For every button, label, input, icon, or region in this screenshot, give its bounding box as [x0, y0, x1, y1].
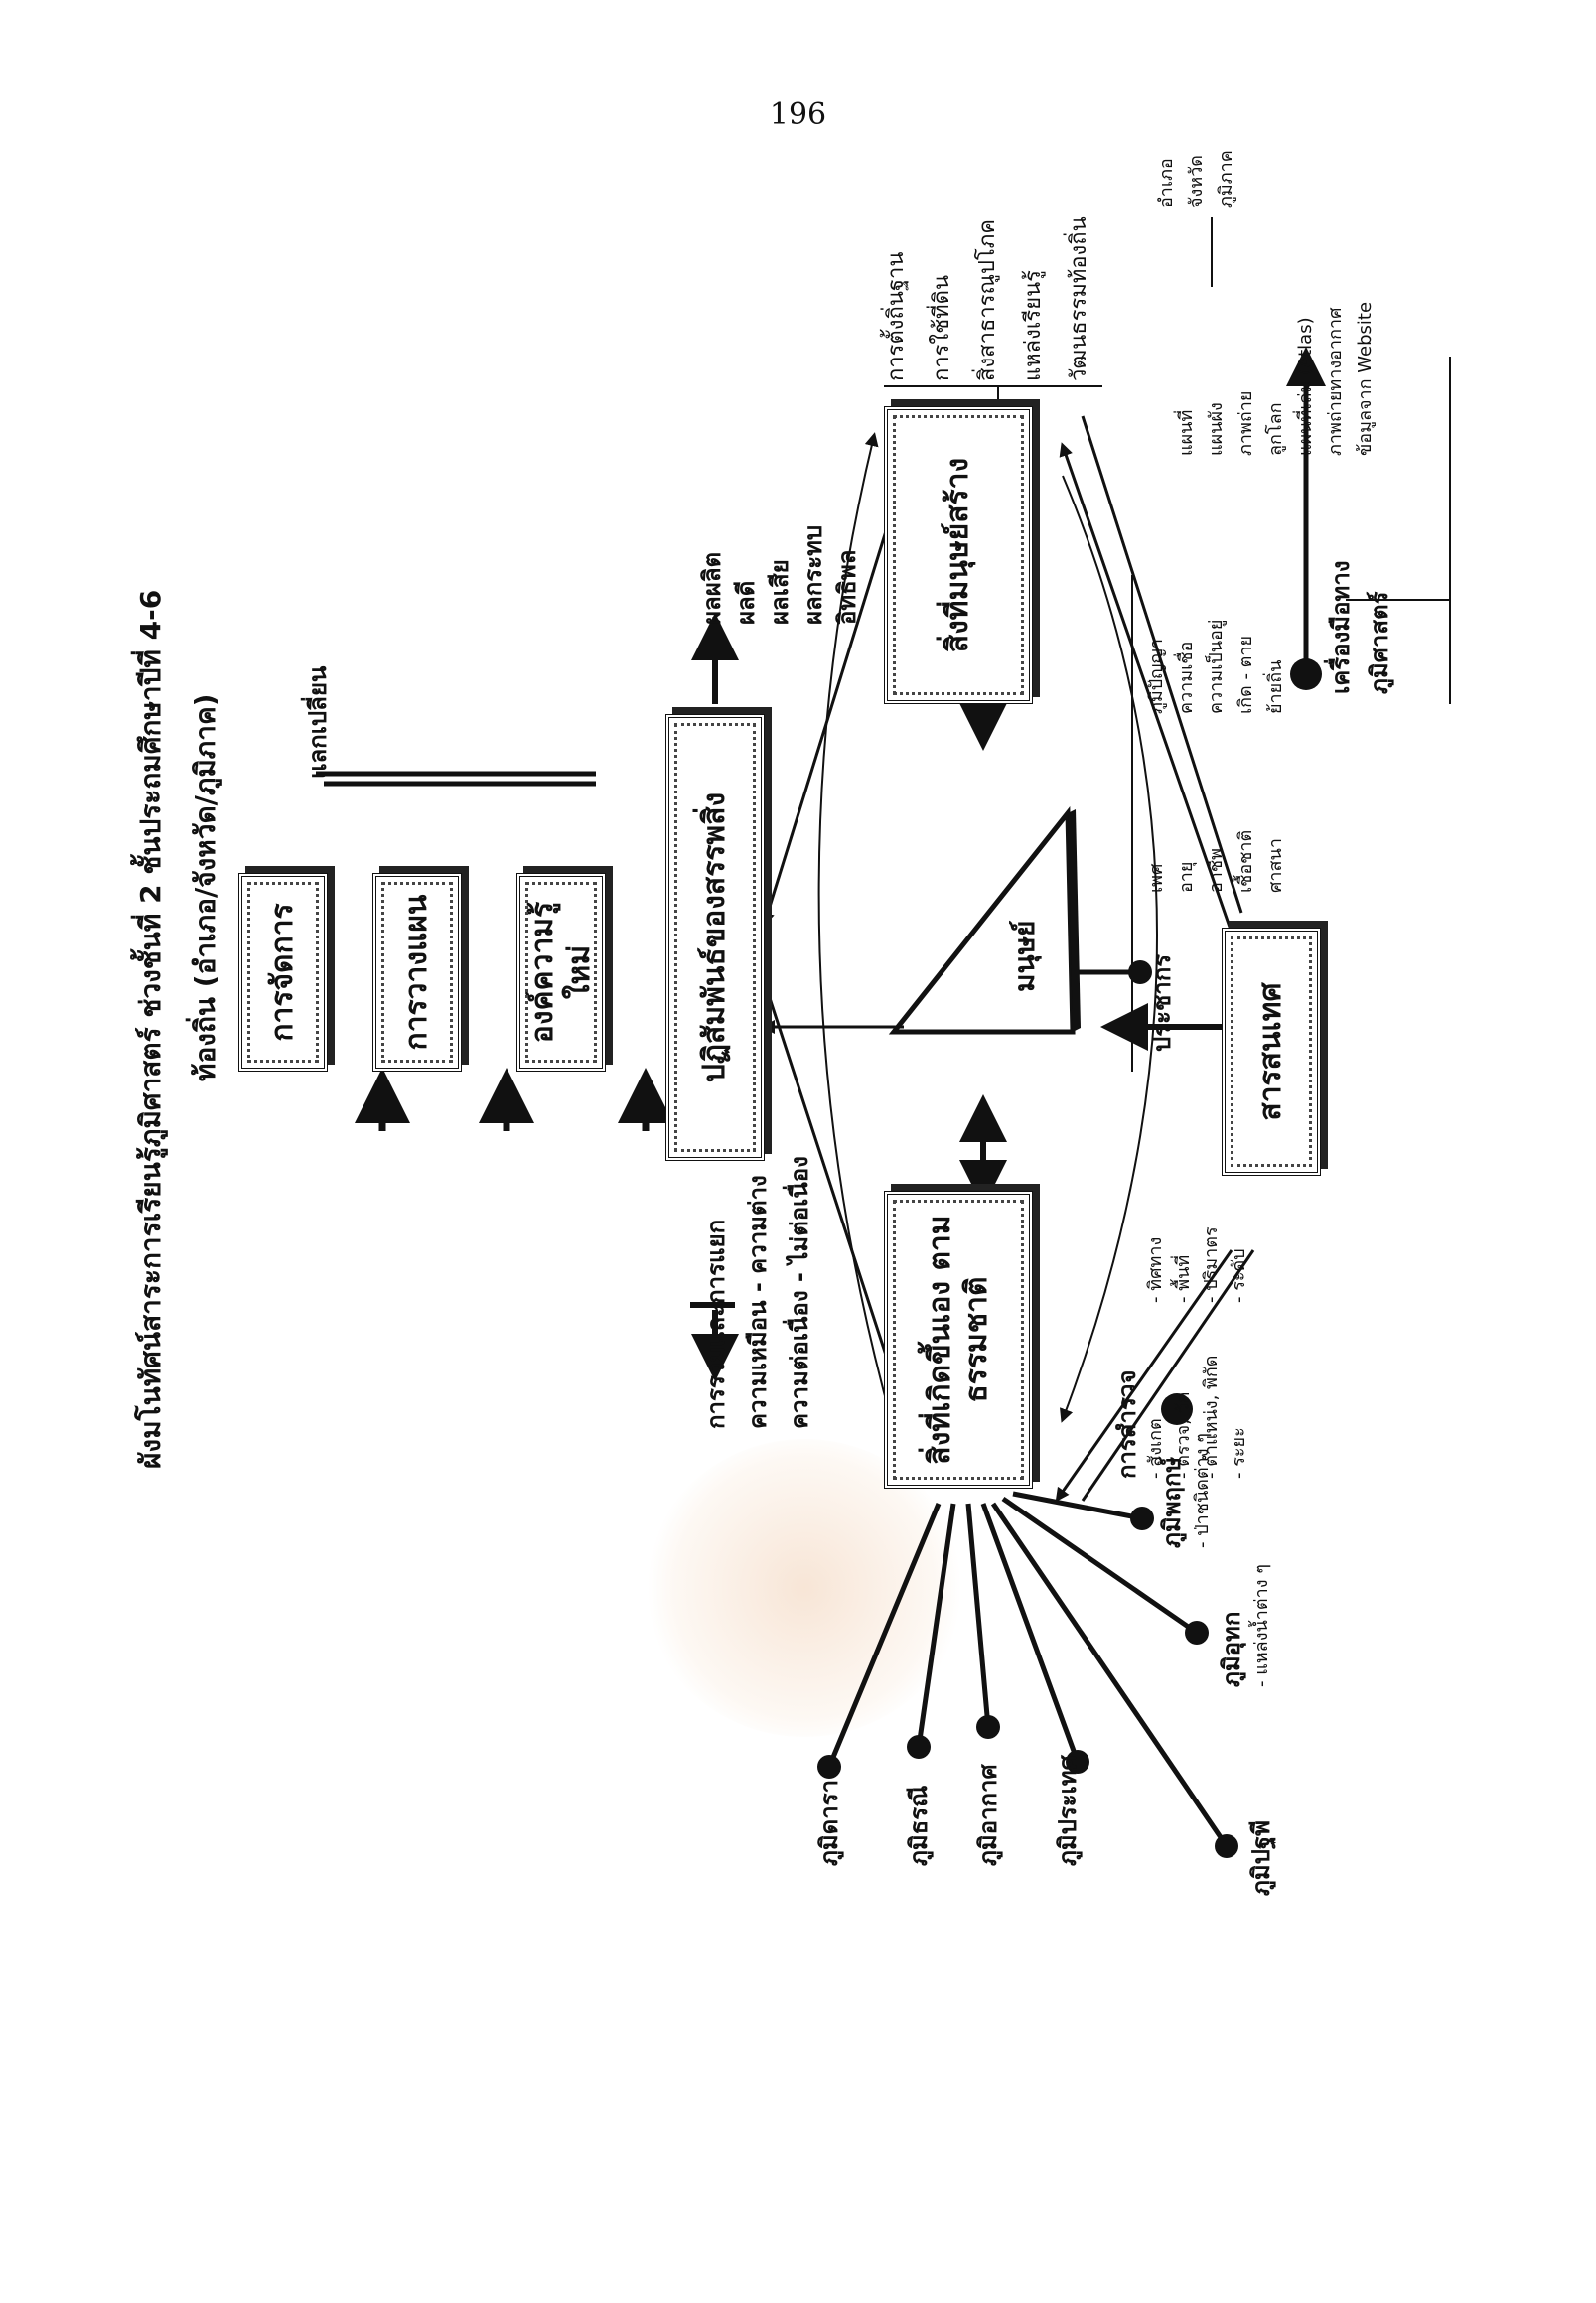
sphere-label-flora: ภูมิพฤกษ์ [1158, 1456, 1186, 1548]
sphere-label-hydro: ภูมิอุทก [1218, 1611, 1245, 1687]
sphere-label-climate: ภูมิอากาศ [974, 1764, 1002, 1866]
sphere-note-hydro: - แหล่งน้ำต่าง ๆ [1251, 1564, 1272, 1687]
map-scales-list: อำเภอ จังหวัด ภูมิภาค [1152, 150, 1241, 208]
survey-item: - ทิศทาง [1145, 1236, 1166, 1303]
manmade-item: สิ่งสาธารณูปโภค [975, 219, 1000, 381]
manmade-item: การตั้งถิ่นฐาน [884, 251, 909, 381]
sphere-label-soil: ภูมิปฐพี [1247, 1820, 1275, 1896]
interaction-left-item: ความเหมือน - ความต่าง [744, 1175, 772, 1429]
node-natural: สิ่งที่เกิดขึ้นเอง ตามธรรมชาติ [884, 1191, 1033, 1489]
map-scale-item: อำเภอ [1156, 158, 1177, 208]
population-item: เกิด - ตาย [1235, 635, 1256, 714]
diagram-title: ผังมโนทัศน์สาระการเรียนรู้ภูมิศาสตร์ ช่ว… [134, 589, 167, 1469]
survey-item: - ระยะ [1229, 1427, 1249, 1479]
population-item: ภูมิปัญญา [1146, 639, 1167, 714]
geo-tool-item: ภาพถ่าย [1235, 390, 1256, 456]
interaction-right-list: ผลผลิต ผลดี ผลเสีย ผลกระทบ อิทธิพล [695, 525, 864, 625]
population-item: ย้ายถิ่น [1265, 659, 1286, 714]
population-item: ความเป็นอยู่ [1206, 619, 1227, 714]
survey-items-list: - สังเกต - ตรวจ, วัด - ตำแหน่ง, พิกัด - … [1142, 1151, 1253, 1479]
manmade-item: วัฒนธรรมท้องถิ่น [1067, 216, 1091, 381]
geo-tool-item: ภาพถ่ายทางอากาศ [1325, 307, 1346, 456]
exchange-label: แลกเปลี่ยน [304, 665, 332, 779]
manmade-item: แหล่งเรียนรู้ [1021, 270, 1046, 381]
sphere-label-astro: ภูมิดารา [815, 1779, 843, 1866]
geo-tool-item: ลูกโลก [1265, 402, 1286, 456]
sphere-label-landform: ภูมิประเทศ [1054, 1755, 1082, 1866]
interaction-right-item: ผลผลิต [698, 551, 726, 625]
node-information: สารสนเทศ [1222, 928, 1321, 1176]
geo-tool-item: แผนผัง [1206, 402, 1227, 456]
population-item: ศาสนา [1265, 838, 1286, 893]
interaction-right-item: ผลกระทบ [799, 524, 827, 625]
interaction-right-item: ผลดี [732, 580, 760, 625]
population-item: อาชีพ [1206, 848, 1227, 893]
manmade-item: การใช้ที่ดิน [930, 275, 954, 381]
population-item: ความเชื่อ [1176, 641, 1197, 714]
population-label: ประชากร [1148, 953, 1176, 1052]
manmade-items-list: การตั้งถิ่นฐาน การใช้ที่ดิน สิ่งสาธารณูป… [874, 216, 1102, 381]
node-interaction: ปฏิสัมพันธ์ของสรรพสิ่ง [665, 714, 765, 1161]
geo-tool-item: ข้อมูลจาก Website [1355, 301, 1376, 456]
population-item: เชื้อชาติ [1235, 829, 1256, 893]
node-planning: การวางแผน [372, 873, 462, 1072]
survey-item: - ระดับ [1229, 1248, 1249, 1303]
interaction-left-item: การรวมและการแยก [702, 1219, 730, 1429]
map-scale-item: จังหวัด [1186, 155, 1207, 208]
geo-tools-label: เครื่องมือทางภูมิศาสตร์ [1327, 560, 1393, 694]
survey-label: การสำรวจ [1113, 1369, 1141, 1479]
geo-tool-item: แผนที่เล่ม (Atlas) [1295, 317, 1316, 456]
interaction-left-item: ความต่อเนื่อง - ไม่ต่อเนื่อง [786, 1156, 813, 1429]
page-number: 196 [769, 97, 827, 132]
interaction-right-item: ผลเสีย [766, 559, 794, 625]
interaction-right-item: อิทธิพล [833, 549, 861, 625]
population-items-list: เพศ อายุ อาชีพ เชื้อชาติ ศาสนา ภูมิปัญญา… [1142, 565, 1291, 893]
interaction-left-list: การรวมและการแยก ความเหมือน - ความต่าง คว… [695, 1156, 820, 1429]
node-manmade: สิ่งที่มนุษย์สร้าง [884, 406, 1033, 704]
population-item: อายุ [1176, 861, 1197, 893]
sphere-label-geology: ภูมิธรณี [905, 1785, 933, 1866]
geo-tool-item: แผนที่ [1176, 409, 1197, 456]
survey-item: - พื้นที่ [1173, 1254, 1194, 1303]
map-scale-item: ภูมิภาค [1216, 150, 1236, 208]
diagram-subtitle: ท้องถิ่น (อำเภอ/จังหวัด/ภูมิภาค) [189, 693, 221, 1081]
node-new-knowledge: องค์ความรู้ใหม่ [516, 873, 606, 1072]
sphere-note-flora: - ป่าชนิดต่าง ๆ [1192, 1433, 1213, 1548]
geo-tools-list: แผนที่ แผนผัง ภาพถ่าย ลูกโลก แผนที่เล่ม … [1172, 302, 1380, 456]
population-item: เพศ [1146, 863, 1167, 893]
survey-item: - ปริมาตร [1201, 1226, 1222, 1303]
node-management: การจัดการ [238, 873, 328, 1072]
node-human: มนุษย์ [1008, 920, 1041, 992]
